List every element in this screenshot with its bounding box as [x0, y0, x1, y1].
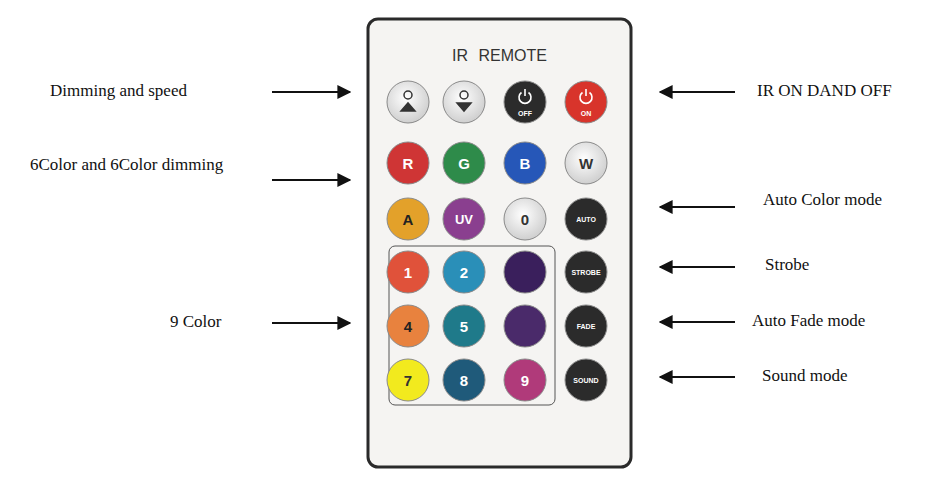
- button-label: 0: [521, 211, 529, 228]
- button-label: 1: [404, 264, 412, 281]
- remote-button: A: [387, 198, 429, 240]
- function-label: 9 Color: [170, 312, 221, 332]
- pointer-arrows: [272, 92, 735, 377]
- button-label: G: [458, 155, 470, 172]
- remote-title: IR REMOTE: [368, 47, 631, 65]
- function-label: 6Color and 6Color dimming: [30, 150, 225, 180]
- remote-button: FADE: [565, 305, 607, 347]
- button-label: SOUND: [573, 377, 598, 384]
- remote-button: 4: [387, 305, 429, 347]
- button-label: ON: [581, 110, 592, 117]
- power-icons: [519, 89, 592, 103]
- button-label: 7: [404, 372, 412, 389]
- remote-button: AUTO: [565, 198, 607, 240]
- remote-button: STROBE: [565, 251, 607, 293]
- button-label: 9: [521, 372, 529, 389]
- function-label: Sound mode: [762, 366, 847, 386]
- function-label: IR ON DAND OFF: [757, 81, 892, 101]
- function-label: Strobe: [765, 255, 809, 275]
- function-label: Auto Color mode: [763, 190, 882, 210]
- remote-button: 1: [387, 251, 429, 293]
- remote-button: SOUND: [565, 359, 607, 401]
- button-label: UV: [455, 212, 473, 227]
- button-faces: [387, 81, 607, 401]
- remote-button: B: [504, 142, 546, 184]
- remote-button: 5: [443, 305, 485, 347]
- button-label: W: [579, 155, 593, 172]
- button-label: B: [520, 155, 531, 172]
- remote-button: 7: [387, 359, 429, 401]
- button-label: 4: [404, 318, 412, 335]
- button-label: STROBE: [571, 269, 600, 276]
- button-label: R: [403, 155, 414, 172]
- button-label: FADE: [577, 323, 596, 330]
- remote-button: UV: [443, 198, 485, 240]
- button-label: 2: [460, 264, 468, 281]
- remote-button: 2: [443, 251, 485, 293]
- remote-button: W: [565, 142, 607, 184]
- remote-button: ON: [565, 81, 607, 123]
- dimming-icons: [401, 91, 471, 111]
- button-label: OFF: [518, 110, 532, 117]
- button-label: 8: [460, 372, 468, 389]
- button-label: 5: [460, 318, 468, 335]
- remote-button: R: [387, 142, 429, 184]
- function-label: Dimming and speed: [50, 81, 187, 101]
- remote-button: OFF: [504, 81, 546, 123]
- remote-button: 0: [504, 198, 546, 240]
- button-label: A: [403, 211, 414, 228]
- remote-button: G: [443, 142, 485, 184]
- remote-body: [368, 19, 631, 467]
- button-label: AUTO: [576, 216, 596, 223]
- remote-control: IR REMOTE OFF ON R G B W A UV 0 AUTO 1 2 STROBE 4 5 FADE…: [368, 19, 631, 467]
- function-label: Auto Fade mode: [752, 311, 865, 331]
- remote-button: 8: [443, 359, 485, 401]
- remote-button: 9: [504, 359, 546, 401]
